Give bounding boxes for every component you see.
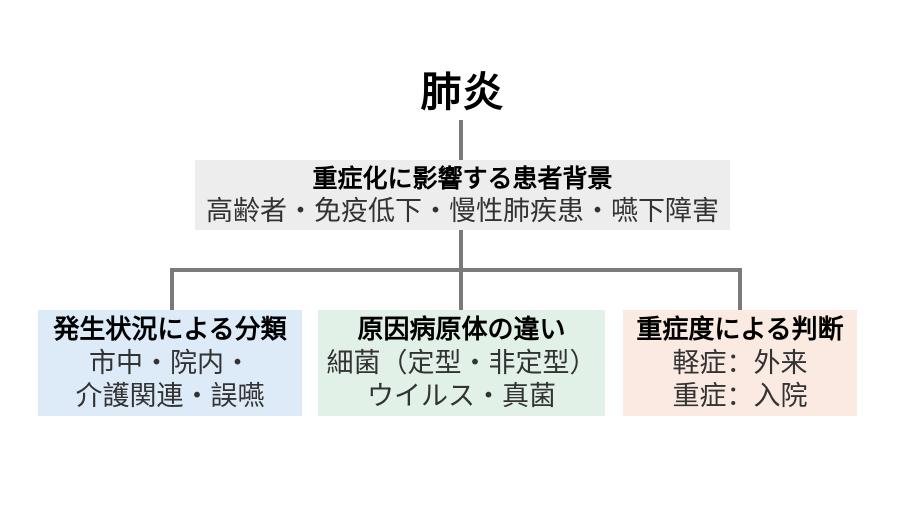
branch-box-severity-judgment: 重症度による判断 軽症：外来 重症：入院	[623, 310, 857, 416]
branch-body-line: 細菌（定型・非定型）	[326, 348, 597, 379]
diagram-title: 肺炎	[420, 68, 505, 116]
branch-box-classification-by-setting: 発生状況による分類 市中・院内・ 介護関連・誤嚥	[38, 310, 302, 416]
branch-body-line: 重症：入院	[672, 381, 808, 412]
branch-body-line: 介護関連・誤嚥	[75, 381, 265, 412]
root-box-patient-background: 重症化に影響する患者背景 高齢者・免疫低下・慢性肺疾患・嚥下障害	[195, 160, 730, 230]
connector-horizontal-bar	[170, 268, 742, 272]
branch-box-causative-pathogens: 原因病原体の違い 細菌（定型・非定型） ウイルス・真菌	[318, 310, 605, 416]
branch-body-line: 市中・院内・	[89, 348, 251, 379]
connector-drop-right	[738, 268, 742, 312]
root-box-body: 高齢者・免疫低下・慢性肺疾患・嚥下障害	[206, 195, 719, 227]
branch-body-line: ウイルス・真菌	[367, 381, 556, 412]
branch-heading: 原因病原体の違い	[357, 315, 566, 345]
connector-title-to-root	[459, 120, 463, 160]
branch-heading: 発生状況による分類	[53, 315, 287, 345]
connector-drop-left	[170, 268, 174, 312]
branch-body-line: 軽症：外来	[672, 348, 808, 379]
branch-heading: 重症度による判断	[636, 315, 844, 345]
root-box-heading: 重症化に影響する患者背景	[312, 163, 613, 193]
